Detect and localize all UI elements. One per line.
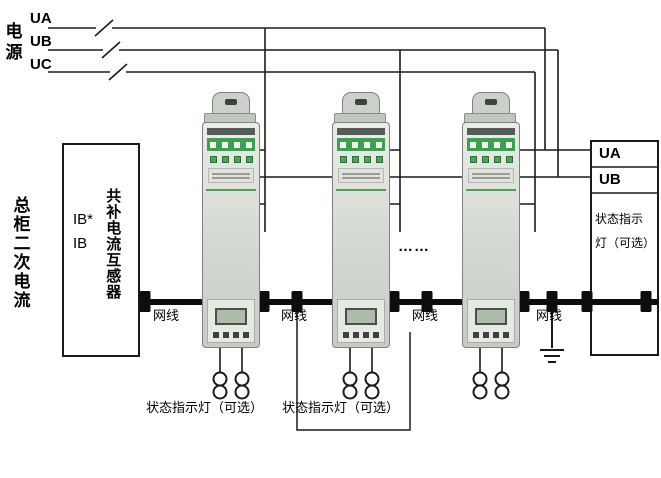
current-transformer-box (62, 143, 140, 357)
right-box-ub-label: UB (599, 171, 621, 188)
lamp-icon (212, 384, 228, 400)
terminal-screw-row (207, 154, 255, 164)
mount-slot-icon (225, 99, 237, 105)
bus-connector-blocks (139, 291, 652, 312)
mount-slot-icon (355, 99, 367, 105)
ib-label: IB (73, 235, 88, 252)
terminal-screw-row (337, 154, 385, 164)
module-button-row (213, 332, 249, 338)
status-indicator-box (590, 140, 659, 356)
network-cable-label-3: 网线 (412, 308, 439, 323)
ib-star-label: IB* (73, 211, 94, 228)
power-source-label: 电源 (2, 22, 22, 64)
network-cable-label-2: 网线 (281, 308, 308, 323)
module-display-panel (337, 299, 385, 343)
module-display-panel (207, 299, 255, 343)
ground-icon (540, 312, 564, 363)
right-box-ua-label: UA (599, 145, 621, 162)
capacitor-module-3 (462, 92, 520, 348)
lower-routing-line (296, 312, 411, 431)
lamp-stem-lines (219, 348, 503, 372)
connector-block (518, 291, 530, 312)
connector-block (581, 291, 593, 312)
network-cable-label-1: 网线 (153, 308, 180, 323)
module-stub-lines (258, 149, 590, 205)
status-lamp-icons (212, 371, 510, 400)
lamp-icon (212, 371, 228, 387)
lamp-icon (234, 371, 250, 387)
module-lcd-display (215, 308, 247, 325)
label-sticker (208, 168, 254, 183)
terminal-cover (337, 128, 385, 135)
terminal-strip (337, 138, 385, 151)
module-button-row (473, 332, 509, 338)
terminal-strip (207, 138, 255, 151)
current-transformer-title: 共补电流互感器 (104, 188, 122, 300)
mount-slot-icon (485, 99, 497, 105)
lamp-icon (234, 384, 250, 400)
phase-drop-lines (264, 28, 559, 232)
lamp-icon (494, 384, 510, 400)
lamp-icon (364, 371, 380, 387)
phase-uc-label: UC (30, 56, 52, 73)
accent-line (336, 189, 386, 191)
status-indicator-label-1: 状态指示灯（可选） (146, 400, 264, 415)
connector-block (640, 291, 652, 312)
phase-ub-label: UB (30, 33, 52, 50)
lamp-icon (494, 371, 510, 387)
accent-line (206, 189, 256, 191)
lamp-icon (342, 371, 358, 387)
right-box-status-line1: 状态指示 (595, 212, 644, 226)
module-body (332, 122, 390, 348)
module-lcd-display (475, 308, 507, 325)
module-button-row (343, 332, 379, 338)
connector-block (139, 291, 151, 312)
phase-lines (48, 27, 558, 73)
label-sticker (468, 168, 514, 183)
network-cable-label-4: 网线 (536, 308, 563, 323)
terminal-strip (467, 138, 515, 151)
connector-block (388, 291, 400, 312)
cabinet-secondary-current-label: 总柜二次电流 (10, 196, 30, 310)
lamp-icon (364, 384, 380, 400)
switch-slashes-icon (94, 19, 128, 81)
status-indicator-label-2: 状态指示灯（可选） (282, 400, 400, 415)
right-box-separators (590, 166, 659, 194)
module-body (462, 122, 520, 348)
terminal-cover (207, 128, 255, 135)
connector-block (291, 291, 303, 312)
lamp-icon (342, 384, 358, 400)
connector-block (546, 291, 558, 312)
lamp-icon (472, 371, 488, 387)
more-modules-ellipsis: …… (398, 238, 430, 255)
label-sticker (338, 168, 384, 183)
module-body (202, 122, 260, 348)
terminal-screw-row (467, 154, 515, 164)
right-box-status-line2: 灯（可选） (595, 236, 656, 250)
capacitor-module-1 (202, 92, 260, 348)
connector-block (258, 291, 270, 312)
module-display-panel (467, 299, 515, 343)
accent-line (466, 189, 516, 191)
terminal-cover (467, 128, 515, 135)
capacitor-module-2 (332, 92, 390, 348)
lamp-icon (472, 384, 488, 400)
module-lcd-display (345, 308, 377, 325)
phase-ua-label: UA (30, 10, 52, 27)
connector-block (421, 291, 433, 312)
